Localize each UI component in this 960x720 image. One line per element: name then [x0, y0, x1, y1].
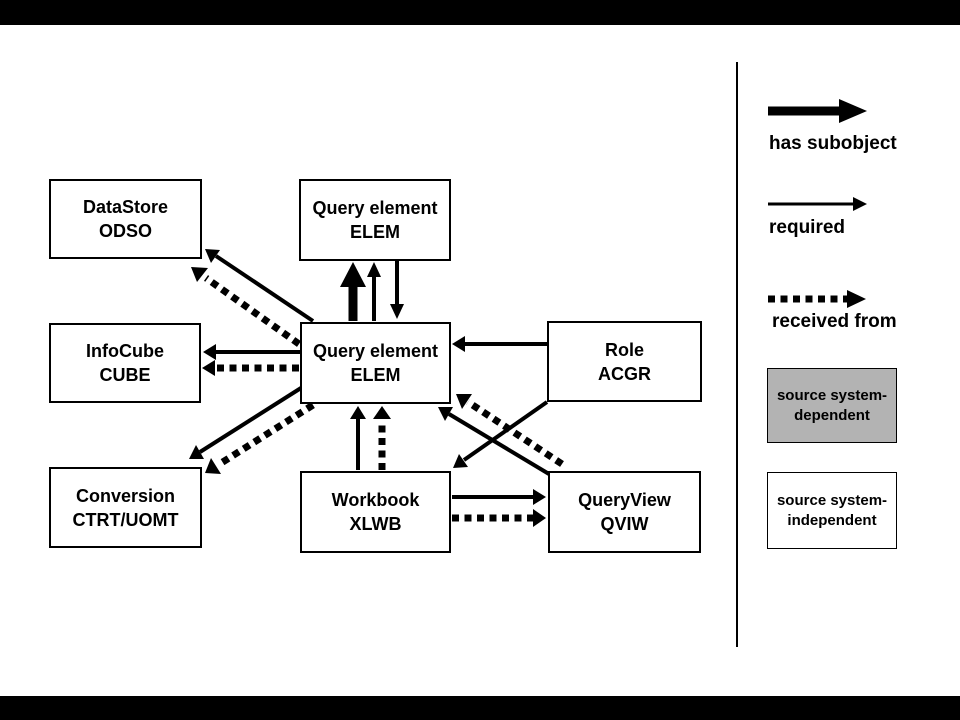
- node-query-element-center-line2: ELEM: [350, 365, 401, 385]
- node-workbook-line2: XLWB: [349, 514, 402, 534]
- node-query-element-center: Query element ELEM: [300, 322, 451, 404]
- node-role-line2: ACGR: [598, 363, 651, 384]
- edge-workbook-received-from-queryview: [452, 509, 546, 527]
- legend-thick-arrow-sample: [768, 99, 867, 123]
- legend-label-has-subobject: has subobject: [769, 133, 897, 154]
- edge-role-required-workbook: [453, 400, 549, 468]
- edge-workbook-required-queryview: [452, 489, 546, 505]
- edge-queryview-required-elem: [438, 407, 551, 476]
- legend-dependent-line1: source system-: [776, 386, 888, 404]
- edge-elem-required-conversion: [189, 386, 303, 459]
- node-datastore: DataStore ODSO: [49, 179, 202, 259]
- edge-workbook-received-from-elem: [373, 406, 391, 470]
- node-workbook-line1: Workbook: [331, 490, 420, 510]
- edge-elem-has-subobject-top-elem: [340, 262, 366, 321]
- legend-dependent-line2: dependent: [794, 406, 870, 424]
- edge-elem-received-from-infocube: [202, 360, 299, 376]
- node-infocube-line1: InfoCube: [86, 341, 164, 361]
- node-conversion: Conversion CTRT/UOMT: [49, 467, 202, 548]
- node-conversion-line1: Conversion: [75, 485, 176, 506]
- node-role: Role ACGR: [547, 321, 702, 402]
- node-infocube-line2: CUBE: [99, 365, 151, 385]
- edge-elem-required-top-elem: [367, 262, 381, 321]
- edge-elem-required-datastore: [205, 249, 315, 323]
- legend-dotted-arrow-sample: [768, 290, 866, 308]
- letterbox-bar-top: [0, 0, 960, 25]
- legend-label-required: required: [769, 217, 846, 238]
- node-query-element-center-line1: Query element: [312, 341, 439, 361]
- node-datastore-line1: DataStore: [82, 197, 169, 217]
- node-queryview: QueryView QVIW: [548, 471, 701, 553]
- legend-label-received-from: received from: [772, 311, 897, 332]
- edge-workbook-required-elem: [350, 406, 366, 470]
- node-query-element-top-line2: ELEM: [349, 222, 400, 242]
- letterbox-bar-bottom: [0, 696, 960, 720]
- edge-elem-required-infocube: [203, 344, 300, 360]
- node-conversion-line2: CTRT/UOMT: [72, 509, 179, 530]
- edge-top-elem-required-elem: [390, 261, 404, 319]
- node-query-element-top-line1: Query element: [312, 198, 438, 218]
- legend-independent-line1: source system-: [776, 491, 888, 509]
- legend-thin-arrow-sample: [768, 197, 867, 211]
- legend-source-system-dependent-box: source system- dependent: [767, 368, 897, 443]
- node-infocube: InfoCube CUBE: [49, 323, 201, 403]
- legend-source-system-independent-box: source system- independent: [767, 472, 897, 549]
- node-queryview-line2: QVIW: [600, 514, 649, 534]
- node-datastore-line2: ODSO: [98, 221, 152, 241]
- node-role-line1: Role: [604, 339, 644, 360]
- legend-independent-line2: independent: [787, 511, 877, 529]
- edge-elem-received-from-datastore: [191, 267, 302, 347]
- edge-elem-received-from-conversion: [205, 402, 315, 474]
- node-workbook: Workbook XLWB: [300, 471, 451, 553]
- node-queryview-line1: QueryView: [578, 490, 671, 510]
- edge-queryview-received-from-elem: [456, 394, 564, 467]
- node-query-element-top: Query element ELEM: [299, 179, 451, 261]
- edge-role-required-elem: [452, 336, 547, 352]
